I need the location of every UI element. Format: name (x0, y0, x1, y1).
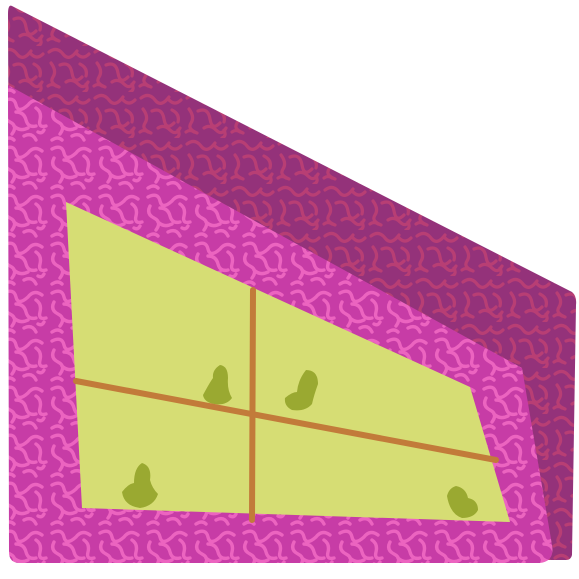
window-frame (73, 287, 499, 523)
grass-tuft (447, 486, 478, 518)
grass-tuft (122, 463, 158, 508)
window-frame-horizontal-bar (73, 378, 499, 463)
window-frame-vertical-bar (249, 287, 256, 523)
grass-tuft (203, 365, 232, 405)
grass-tuft (284, 370, 318, 411)
